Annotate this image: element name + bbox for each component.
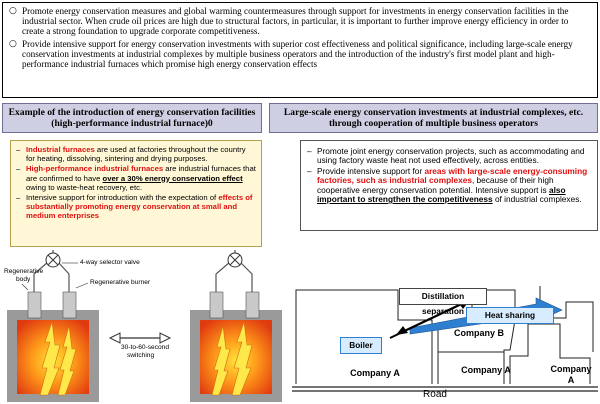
furnace-point-3-text: Intensive support for introduction with … xyxy=(26,193,219,203)
right-section-header: Large-scale energy conservation investme… xyxy=(269,103,598,133)
summary-box: ○ Promote energy conservation measures a… xyxy=(2,2,598,98)
furnace-diagram xyxy=(7,250,282,402)
label-selector-valve: 4-way selector valve xyxy=(80,259,140,266)
label-company-b: Company B xyxy=(453,328,504,338)
regenerative-burner-icon xyxy=(245,291,260,319)
right-header-line-2: through cooperation of multiple business… xyxy=(328,118,539,129)
flame-icon xyxy=(39,321,61,396)
complex-point-2: – Provide intensive support for areas wi… xyxy=(307,165,591,205)
dash-icon: – xyxy=(307,146,312,156)
label-company-a1: Company A xyxy=(350,368,400,378)
furnace-point-1-emphasis: Industrial furnaces xyxy=(26,145,95,154)
complex-point-2-mid: , because of their high cooperative ener… xyxy=(317,175,554,195)
furnace-point-3-emphasis: effects of substantially promoting energ… xyxy=(26,193,253,221)
complex-point-2-emphasis: areas with large-scale energy-consuming … xyxy=(317,165,588,186)
label-regenerative-body: Regenerative body xyxy=(4,268,44,283)
dash-icon: – xyxy=(16,164,21,174)
summary-point-2: ○ Provide intensive support for energy c… xyxy=(9,39,591,70)
summary-point-1: ○ Promote energy conservation measures a… xyxy=(9,6,591,37)
label-boiler: Boiler xyxy=(340,337,382,354)
arrow-head-icon xyxy=(396,326,408,335)
switching-arrow xyxy=(108,332,172,344)
complex-point-2-bold: also important to strengthen the competi… xyxy=(317,184,566,205)
complex-point-2-text: Provide intensive support for xyxy=(317,165,425,176)
dash-icon: – xyxy=(16,145,21,154)
label-switching: 30-to-60-second switching xyxy=(121,344,170,359)
furnace-point-2-rest: owing to waste-heat recovery, etc. xyxy=(26,182,143,192)
complex-point-1-text: Promote joint energy conservation projec… xyxy=(317,146,585,166)
regenerative-body-icon xyxy=(27,291,42,319)
complex-info-box: – Promote joint energy conservation proj… xyxy=(300,140,598,231)
label-distillation: Distillation separation xyxy=(399,288,487,316)
plot-company-a2 xyxy=(509,323,591,384)
furnace-point-1: – Industrial furnaces are used at factor… xyxy=(16,145,256,163)
furnace-point-2-emphasis: High-performance industrial furnaces xyxy=(26,164,164,174)
dash-icon: – xyxy=(307,165,312,176)
furnace-point-2-text: are industrial furnaces that are confirm… xyxy=(26,164,256,183)
label-company-a2: Company A xyxy=(461,365,511,375)
label-road: Road xyxy=(423,389,447,400)
summary-text-2: Provide intensive support for energy con… xyxy=(22,38,573,70)
flame-icon xyxy=(231,321,253,396)
right-header-line-1: Large-scale energy conservation investme… xyxy=(283,106,584,118)
flame-icon xyxy=(211,325,231,396)
furnace-point-2: – High-performance industrial furnaces a… xyxy=(16,164,256,192)
furnace-left xyxy=(7,250,99,402)
flame-icon xyxy=(57,325,77,396)
furnace-info-box: – Industrial furnaces are used at factor… xyxy=(10,140,262,247)
left-header-line-1: Example of the introduction of energy co… xyxy=(8,106,256,118)
label-heat-sharing: Heat sharing xyxy=(466,307,554,324)
regenerative-body-icon xyxy=(209,291,224,319)
bullet-circle-icon: ○ xyxy=(9,38,17,49)
dash-icon: – xyxy=(16,193,21,203)
furnace-point-1-text: are used at factories throughout the cou… xyxy=(26,145,246,164)
left-section-header: Example of the introduction of energy co… xyxy=(2,103,262,133)
furnace-right xyxy=(190,250,282,402)
label-regenerative-burner: Regenerative burner xyxy=(90,279,151,286)
furnace-point-3: – Intensive support for introduction wit… xyxy=(16,193,256,221)
furnace-point-2-bold: over a 30% energy conservation effect xyxy=(102,173,243,183)
left-header-line-2: (high-performance industrial furnace)0 xyxy=(51,118,213,129)
summary-text-1: Promote energy conservation measures and… xyxy=(22,6,569,37)
complex-point-1: – Promote joint energy conservation proj… xyxy=(307,146,591,166)
complex-point-2-rest: of industrial complexes. xyxy=(492,194,582,205)
bullet-circle-icon: ○ xyxy=(9,6,17,16)
regenerative-burner-icon xyxy=(62,291,77,319)
label-company-a3: Company A xyxy=(550,364,592,385)
